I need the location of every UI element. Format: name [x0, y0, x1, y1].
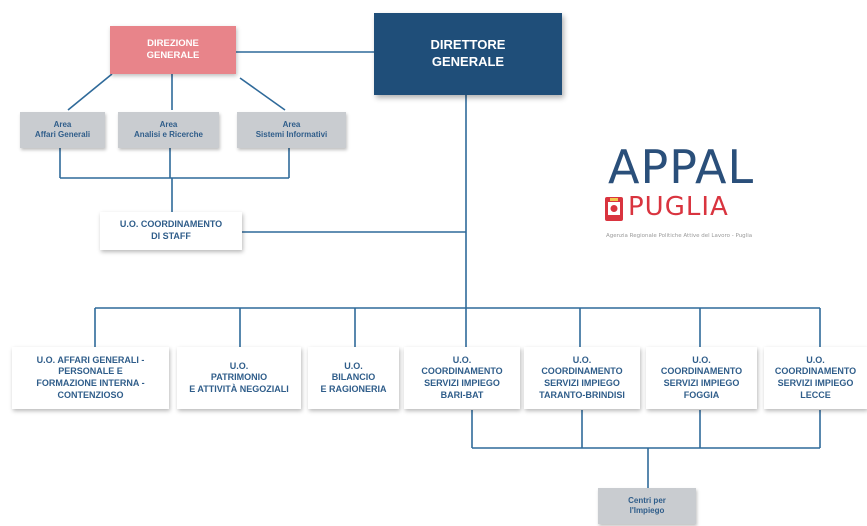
- logo-puglia-text: PUGLIA: [628, 192, 729, 222]
- logo-tagline: Agenzia Regionale Politiche Attive del L…: [606, 233, 753, 239]
- direzione-generale-box: DIREZIONE GENERALE: [110, 26, 236, 74]
- uo-patrimonio-box: U.O. PATRIMONIO E ATTIVITÀ NEGOZIALI: [177, 347, 301, 409]
- uo-servizi-impiego-lecce-box: U.O. COORDINAMENTO SERVIZI IMPIEGO LECCE: [764, 347, 867, 409]
- uo-coordinamento-staff-box: U.O. COORDINAMENTO DI STAFF: [100, 212, 242, 250]
- uo-servizi-impiego-bari-bat-box: U.O. COORDINAMENTO SERVIZI IMPIEGO BARI-…: [404, 347, 520, 409]
- uo-servizi-impiego-taranto-brindisi-box: U.O. COORDINAMENTO SERVIZI IMPIEGO TARAN…: [524, 347, 640, 409]
- appal-puglia-logo: APPAL PUGLIA Agenzia Regionale Politiche…: [600, 140, 800, 250]
- uo-affari-generali-box: U.O. AFFARI GENERALI - PERSONALE E FORMA…: [12, 347, 169, 409]
- direttore-generale-box: DIRETTORE GENERALE: [374, 13, 562, 95]
- area-analisi-ricerche-box: Area Analisi e Ricerche: [118, 112, 219, 148]
- area-affari-generali-box: Area Affari Generali: [20, 112, 105, 148]
- logo-appal-text: APPAL: [608, 140, 755, 194]
- area-sistemi-informativi-box: Area Sistemi Informativi: [237, 112, 346, 148]
- uo-bilancio-box: U.O. BILANCIO E RAGIONERIA: [308, 347, 399, 409]
- centri-per-impiego-box: Centri per l'Impiego: [598, 488, 696, 524]
- puglia-crest-icon: [605, 197, 623, 221]
- uo-servizi-impiego-foggia-box: U.O. COORDINAMENTO SERVIZI IMPIEGO FOGGI…: [646, 347, 757, 409]
